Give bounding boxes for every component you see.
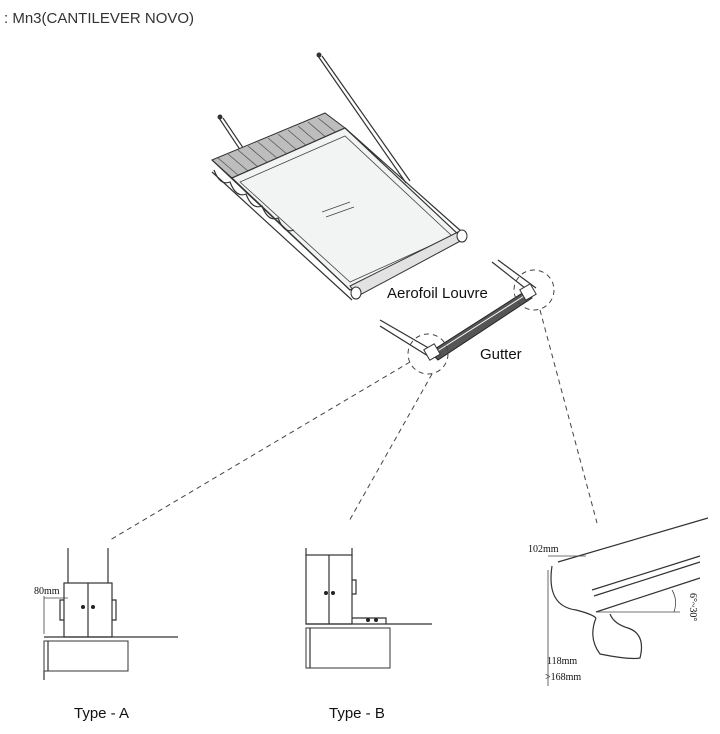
dim-type-a-width: 80mm [34,586,60,597]
gutter-end-right [519,283,537,301]
scalloped-valance [213,169,295,232]
base-block-b [305,627,391,669]
dim-profile-height-1: 118mm [547,656,577,667]
arm-tip-right [316,52,322,58]
side-rail-right [344,127,463,233]
support-arm-right [317,55,407,184]
detail-type-b: Type - B [305,548,432,722]
leader-line-type-a [109,361,411,541]
profile-curve-lower [592,613,643,660]
profile-curve-upper [550,565,597,619]
label-type-b: Type - B [329,705,385,722]
support-arm-right-inner [321,55,411,182]
callout-aerofoil-louvre: Aerofoil Louvre [387,285,488,302]
callout-circle-left [407,333,449,375]
beam-end-right [456,229,468,243]
beam-end-left [350,286,362,300]
page-title: : Mn3(CANTILEVER NOVO) [4,10,195,27]
dim-profile-width: 102mm [528,544,559,555]
gutter-end-left [423,343,441,361]
callout-gutter: Gutter [480,346,522,363]
arm-tip-left [217,114,223,120]
base-block-a [43,640,129,672]
glass-reflection [321,201,351,213]
awning-assembly [211,52,468,301]
leader-line-profile [539,309,598,524]
callout-circle-right [513,269,555,311]
label-type-a: Type - A [74,705,129,722]
detail-type-a: 80mm Type - A [34,548,178,722]
dim-profile-height-2: >168mm [545,672,581,683]
dim-profile-angle: 6°~30° [687,593,698,621]
detail-gutter-profile: 102mm 118mm >168mm 6°~30° [528,517,709,686]
gutter-section [109,259,598,541]
leader-line-type-b [347,373,433,524]
